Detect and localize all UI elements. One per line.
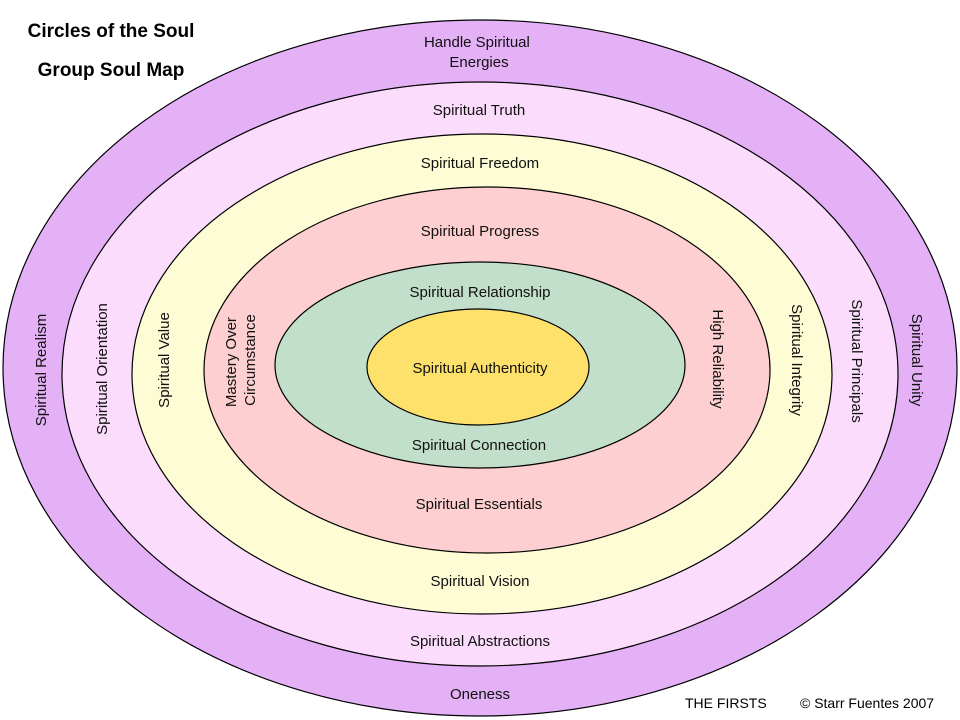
ring-1-top-label-line1: Handle Spiritual <box>424 34 530 51</box>
ring-4-left-label-line2: Circumstance <box>242 314 259 406</box>
ring-2-right-label: Spiritual Principals <box>848 299 865 422</box>
ring-4-right-label: High Reliability <box>709 309 726 409</box>
ring-1-left-label: Spiritual Realism <box>33 314 50 427</box>
ring-4-top-label: Spiritual Progress <box>421 223 539 240</box>
ring-4-left-label: Mastery Over Circumstance <box>223 313 259 407</box>
ring-3-bottom-label: Spiritual Vision <box>431 573 530 590</box>
ring-1-bottom-label: Oneness <box>450 686 510 703</box>
ring-3-top-label: Spiritual Freedom <box>421 155 539 172</box>
footer-copyright-text: © Starr Fuentes 2007 <box>800 695 934 711</box>
ring-1-top-label-line2: Energies <box>449 54 508 71</box>
ring-2-top-label: Spiritual Truth <box>433 102 526 119</box>
ring-3-left-label: Spiritual Value <box>156 312 173 408</box>
diagram-title-line2: Group Soul Map <box>38 60 185 81</box>
ring-1-right-label: Spiritual Unity <box>908 314 925 407</box>
footer-left-text: THE FIRSTS <box>685 695 767 711</box>
ring-2-bottom-label: Spiritual Abstractions <box>410 633 550 650</box>
center-label: Spiritual Authenticity <box>412 360 548 377</box>
diagram-title-line1: Circles of the Soul <box>28 21 195 42</box>
ring-5-bottom-label: Spiritual Connection <box>412 437 546 454</box>
ring-4-bottom-label: Spiritual Essentials <box>416 496 543 513</box>
ring-5-top-label: Spiritual Relationship <box>410 284 551 301</box>
ring-2-left-label: Spiritual Orientation <box>94 303 111 435</box>
ring-1-top-label: Handle Spiritual Energies <box>424 34 534 71</box>
ring-6-ellipse <box>366 308 590 426</box>
ring-4-left-label-line1: Mastery Over <box>223 317 240 407</box>
ring-3-right-label: Spiritual Integrity <box>788 304 805 416</box>
